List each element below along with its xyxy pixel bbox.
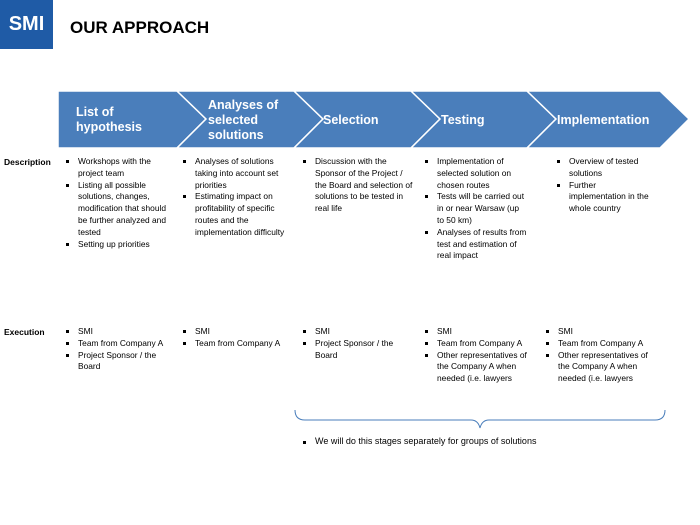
list-item: Team from Company A (64, 338, 168, 350)
list-item: Team from Company A (423, 338, 527, 350)
list-item: Discussion with the Sponsor of the Proje… (301, 156, 413, 215)
logo: SMI (0, 0, 53, 49)
list-item: Setting up priorities (64, 239, 168, 251)
stage-label-implementation: Implementation (557, 112, 650, 127)
execution-list-5: SMI Team from Company A Other representa… (544, 326, 648, 385)
list-item: Team from Company A (181, 338, 285, 350)
list-item: Implementation of selected solution on c… (423, 156, 527, 191)
description-list-1: Workshops with the project team Listing … (64, 156, 168, 250)
list-item: SMI (544, 326, 648, 338)
page-title: OUR APPROACH (70, 18, 210, 37)
list-item: Further implementation in the whole coun… (555, 180, 655, 215)
list-item: Workshops with the project team (64, 156, 168, 180)
list-item: Other representatives of the Company A w… (423, 350, 527, 385)
list-item: Project Sponsor / the Board (301, 338, 409, 362)
execution-list-3: SMI Project Sponsor / the Board (301, 326, 409, 361)
stages-note: We will do this stages separately for gr… (301, 436, 536, 446)
list-item: Other representatives of the Company A w… (544, 350, 648, 385)
stage-label-testing: Testing (441, 112, 485, 127)
execution-list-1: SMI Team from Company A Project Sponsor … (64, 326, 168, 373)
list-item: SMI (181, 326, 285, 338)
list-item: Estimating impact on profitability of sp… (181, 191, 291, 238)
list-item: Project Sponsor / the Board (64, 350, 168, 374)
stage-label-hypothesis: List of hypothesis (76, 105, 142, 134)
stage-label-selection: Selection (323, 112, 379, 127)
list-item: Listing all possible solutions, changes,… (64, 180, 168, 239)
list-item: Analyses of results from test and estima… (423, 227, 527, 262)
description-list-5: Overview of tested solutions Further imp… (555, 156, 655, 215)
list-item: Team from Company A (544, 338, 648, 350)
list-item: SMI (423, 326, 527, 338)
list-item: SMI (301, 326, 409, 338)
execution-list-2: SMI Team from Company A (181, 326, 285, 350)
execution-row-label: Execution (4, 327, 45, 337)
list-item: Overview of tested solutions (555, 156, 655, 180)
stages-bracket (294, 409, 666, 429)
execution-list-4: SMI Team from Company A Other representa… (423, 326, 527, 385)
stage-label-analyses: Analyses of selected solutions (208, 97, 279, 142)
stage-5-chevron (525, 90, 691, 149)
description-list-2: Analyses of solutions taking into accoun… (181, 156, 291, 239)
description-list-3: Discussion with the Sponsor of the Proje… (301, 156, 413, 215)
list-item: Tests will be carried out in or near War… (423, 191, 527, 226)
list-item: SMI (64, 326, 168, 338)
list-item: Analyses of solutions taking into accoun… (181, 156, 291, 191)
description-list-4: Implementation of selected solution on c… (423, 156, 527, 262)
description-row-label: Description (4, 157, 51, 167)
